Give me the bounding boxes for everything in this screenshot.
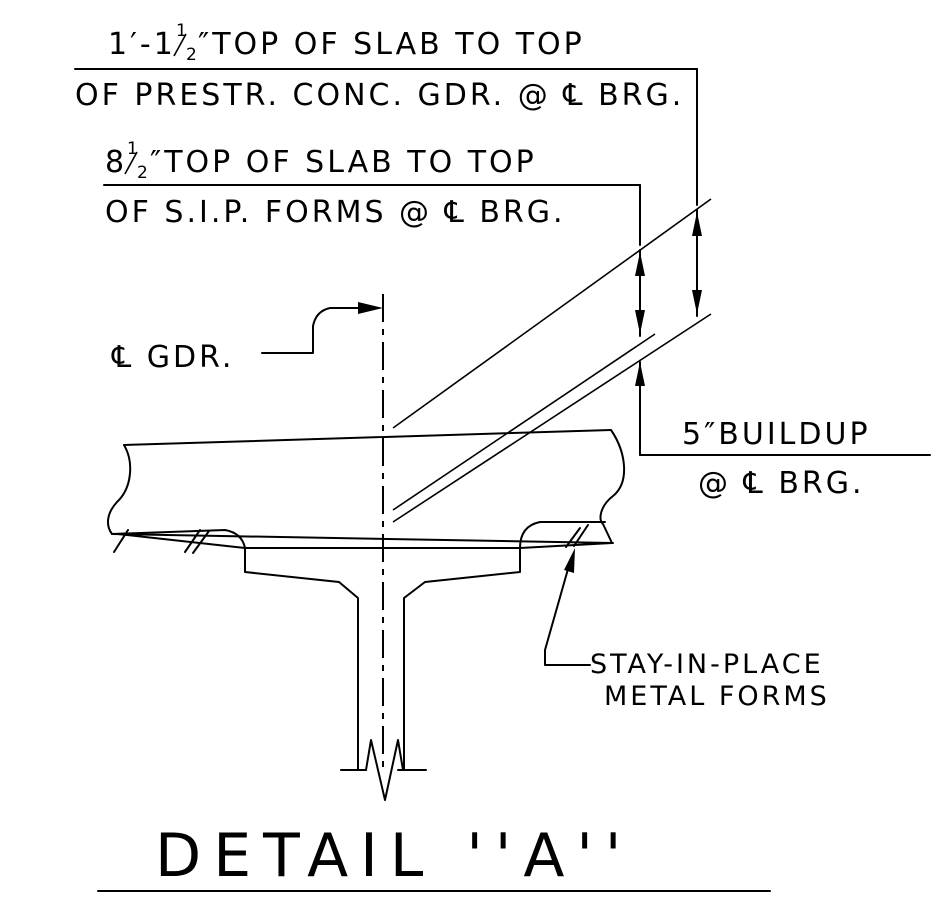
note2-line2: OF S.I.P. FORMS @ ℄ BRG. (105, 195, 566, 230)
dim1-arrow-down (692, 290, 702, 314)
dim3-arrow-up (635, 362, 645, 386)
detail-title: DETAIL ''A'' (97, 821, 771, 892)
buildup-line1: 5″BUILDUP (682, 417, 871, 452)
hatch-right-2 (573, 524, 589, 547)
note2-prefix: 8 (105, 145, 127, 180)
sip-form-left (117, 533, 246, 549)
extension-lines (392, 198, 712, 523)
ext-line-top-slab (392, 198, 712, 429)
hatch-left-2b (192, 530, 210, 554)
sip-label-line2: METAL FORMS (604, 681, 830, 712)
slab-left-break (107, 444, 132, 535)
ext-line-top-forms (392, 333, 656, 511)
note1-frac-num: 1 (176, 21, 187, 41)
note2-frac-bar (124, 151, 138, 175)
dimension-arrows (635, 209, 702, 456)
note1-line2: OF PRESTR. CONC. GDR. @ ℄ BRG. (75, 78, 684, 113)
slab (107, 429, 626, 544)
note-buildup: 5″BUILDUP @ ℄ BRG. (639, 417, 931, 501)
sip-label-line1: STAY-IN-PLACE (590, 649, 824, 680)
dim2-arrow-up (635, 252, 645, 276)
girder-cl-arrow (358, 302, 383, 314)
girder (244, 547, 521, 801)
girder-cl-label: ℄ GDR. (111, 340, 234, 375)
hatch-left-1 (113, 529, 129, 553)
girder-cl-leader (261, 307, 361, 354)
note2-frac-den: 2 (137, 163, 148, 183)
girder-left-flange-web (244, 547, 359, 771)
sip-leader-arrow (564, 548, 575, 573)
haunch-and-forms (111, 521, 613, 554)
detail-title-text: DETAIL ''A'' (155, 821, 633, 891)
note-sip-forms: STAY-IN-PLACE METAL FORMS (544, 548, 830, 712)
slab-top-edge (123, 429, 612, 446)
haunch-left-corner (111, 529, 246, 549)
note-top-of-forms: 8 1 2 ″TOP OF SLAB TO TOP OF S.I.P. FORM… (103, 139, 641, 246)
buildup-line2: @ ℄ BRG. (698, 466, 865, 501)
girder-break-symbol (365, 739, 404, 801)
hatch-left-2a (184, 529, 201, 553)
note1-frac-den: 2 (186, 45, 197, 65)
note1-frac-bar (173, 33, 187, 57)
girder-right-flange-web (403, 547, 521, 771)
note2-line1: ″TOP OF SLAB TO TOP (150, 145, 537, 180)
slab-right-break (599, 429, 626, 544)
dim1-arrow-up (692, 212, 702, 236)
ext-line-top-girder (392, 313, 712, 523)
girder-centerline: ℄ GDR. (111, 294, 384, 772)
haunch-right-corner (519, 521, 606, 549)
note1-line1: ″TOP OF SLAB TO TOP (198, 27, 585, 62)
sip-leader-line (544, 561, 591, 666)
note-top-of-girder: 1′-1 1 2 ″TOP OF SLAB TO TOP OF PRESTR. … (74, 21, 698, 206)
note1-prefix: 1′-1 (108, 27, 176, 62)
dim2-arrow-down (635, 310, 645, 334)
hatch-right-1 (565, 527, 581, 548)
note2-frac-num: 1 (127, 139, 138, 159)
